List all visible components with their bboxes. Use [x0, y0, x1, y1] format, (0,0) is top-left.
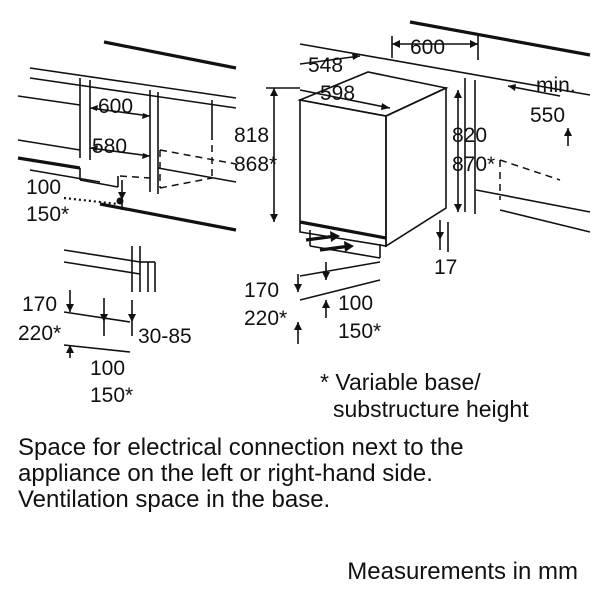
appliance-height-alt: 868* [234, 153, 277, 176]
appliance-plinth-gap-alt: 150* [338, 320, 381, 343]
left-niche-width: 600 [98, 95, 133, 118]
detail-plinth-depth: 30-85 [138, 325, 192, 348]
footnote-line-1: * Variable base/ [320, 369, 481, 395]
appliance-plinth-height: 170 [244, 279, 279, 302]
appliance-depth: 598 [320, 82, 355, 105]
left-niche-drawing [17, 40, 237, 232]
detail-plinth-height: 170 [22, 293, 57, 316]
niche-height: 820 [452, 124, 487, 147]
appliance-foot: 17 [434, 256, 457, 279]
detail-plinth-gap-alt: 150* [90, 384, 133, 407]
left-niche-plinth: 100 [26, 176, 61, 199]
appliance-height: 818 [234, 124, 269, 147]
niche-min-value: 550 [530, 104, 565, 127]
caption-line-2: appliance on the left or right-hand side… [18, 460, 433, 487]
left-plinth-detail-drawing [63, 246, 156, 358]
niche-width: 600 [410, 36, 445, 59]
detail-plinth-height-alt: 220* [18, 322, 61, 345]
appliance-drawing [266, 20, 591, 344]
niche-height-alt: 870* [452, 153, 495, 176]
left-niche-inner-width: 580 [92, 135, 127, 158]
appliance-plinth-height-alt: 220* [244, 307, 287, 330]
caption-line-1: Space for electrical connection next to … [18, 434, 464, 461]
caption-line-3: Ventilation space in the base. [18, 486, 331, 513]
niche-min-label: min. [536, 74, 576, 97]
footnote-line-2: substructure height [333, 396, 529, 422]
units-note: Measurements in mm [347, 558, 578, 585]
installation-caption: Space for electrical connection next to … [18, 435, 588, 513]
detail-plinth-gap: 100 [90, 357, 125, 380]
appliance-depth-outer: 548 [308, 54, 343, 77]
appliance-plinth-gap: 100 [338, 292, 373, 315]
left-niche-plinth-alt: 150* [26, 203, 69, 226]
